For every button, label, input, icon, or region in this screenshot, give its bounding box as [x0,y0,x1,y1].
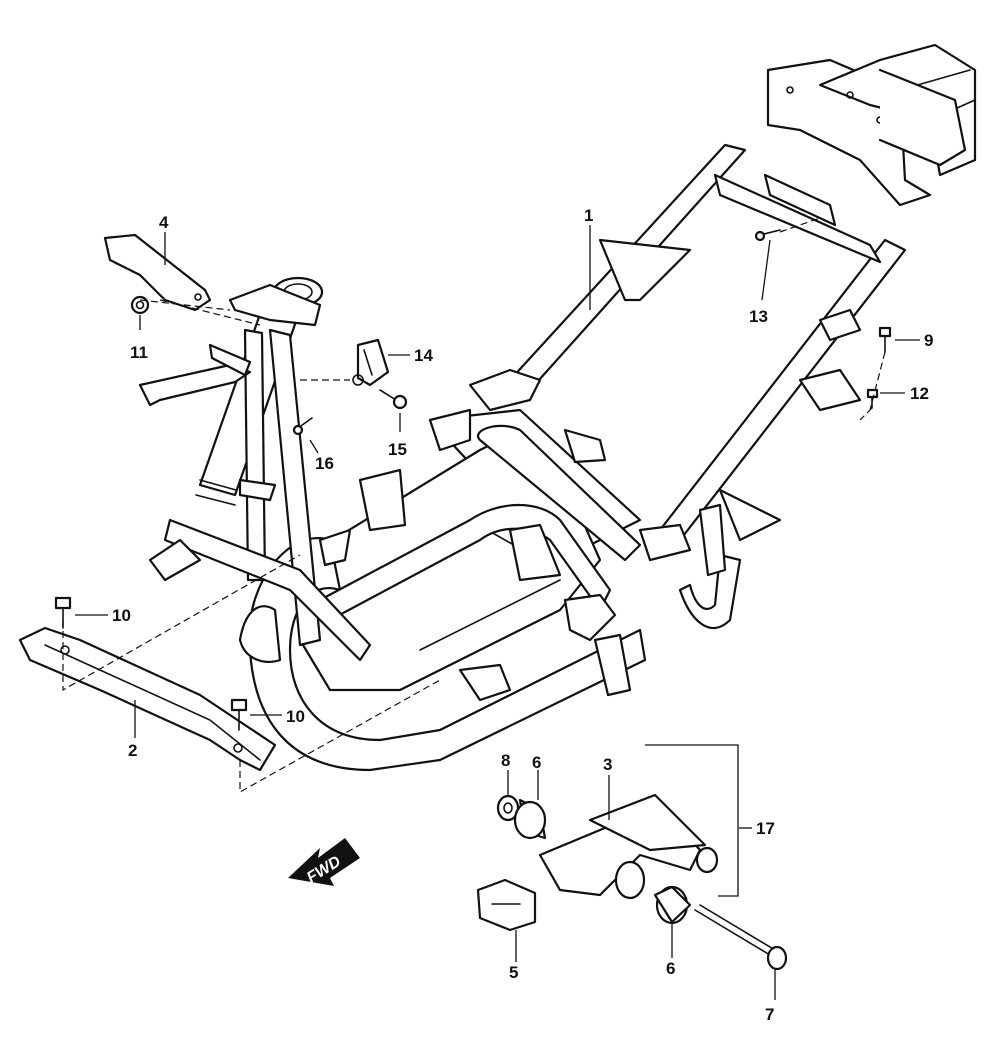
bolt-10-right [230,698,248,731]
callout-13: 13 [749,307,768,326]
callout-3: 3 [603,755,612,774]
bush-6-lower [653,885,692,925]
callout-15: 15 [388,440,407,459]
callout-7: 7 [765,1005,774,1024]
callout-12: 12 [910,384,929,403]
callout-5: 5 [509,963,518,982]
callout-2: 2 [128,741,137,760]
engine-hanger-bracket [538,793,719,900]
screw-13 [754,229,781,242]
callout-6-lower: 6 [666,959,675,978]
callout-9: 9 [924,331,933,350]
callout-4: 4 [159,213,169,232]
bolt-7 [694,904,788,971]
leader-lines [75,225,920,1000]
callout-numbers: 1 2 3 4 5 6 6 7 8 9 10 10 11 12 13 14 15… [112,206,933,1024]
callout-14: 14 [414,346,433,365]
callout-17: 17 [756,819,775,838]
forward-direction-arrow: FWD [288,838,360,887]
clip-14 [352,338,390,387]
alignment-lines [62,217,886,794]
bolt-15 [379,389,408,410]
main-frame [138,43,977,772]
washer-8 [496,794,520,822]
rubber-5 [476,878,537,932]
screw-16 [292,417,313,436]
callout-11: 11 [130,343,148,362]
callout-10-left: 10 [112,606,131,625]
callout-10-right: 10 [286,707,305,726]
headlight-bracket [103,233,212,312]
nut-11 [130,295,150,315]
callout-8: 8 [501,751,510,770]
bolt-12 [866,388,879,409]
assembly-17-bracket [645,744,739,897]
floor-bracket [18,626,277,772]
callout-6-upper: 6 [532,753,541,772]
bush-6-upper [513,798,547,840]
callout-1: 1 [584,206,593,225]
bolt-9 [878,326,892,353]
callout-16: 16 [315,454,334,473]
